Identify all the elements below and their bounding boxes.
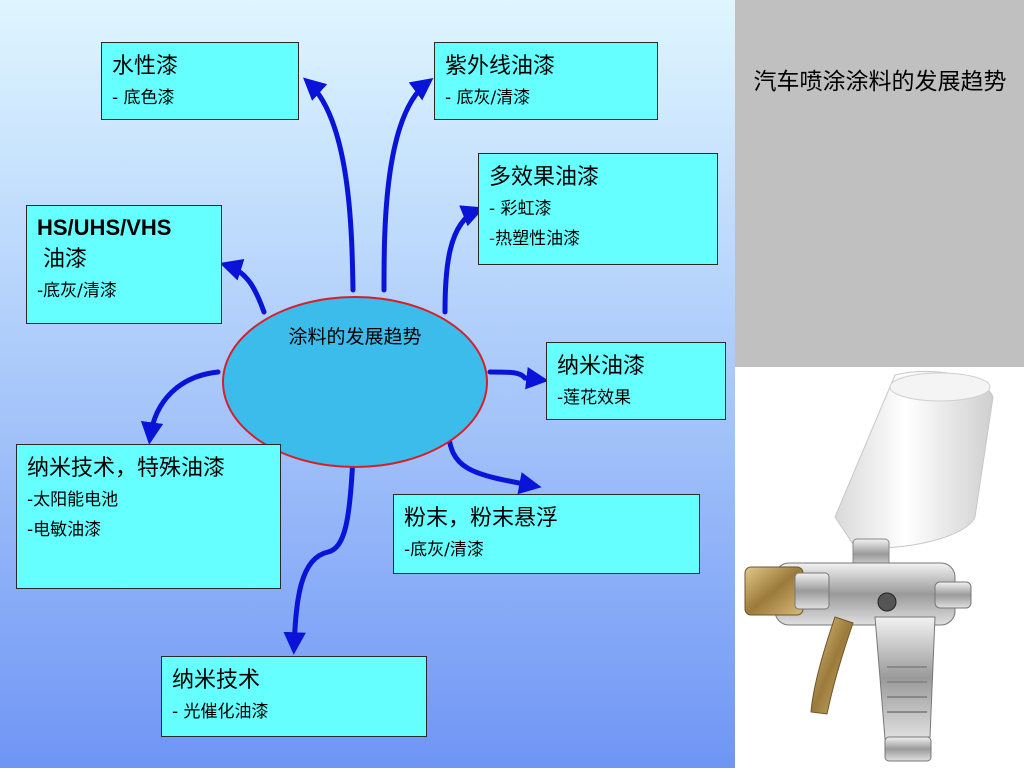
box-line: -热塑性油漆 xyxy=(489,229,581,249)
center-label: 涂料的发展趋势 xyxy=(288,326,422,348)
box-title: 多效果油漆 xyxy=(489,165,600,190)
box-line: - 彩虹漆 xyxy=(489,199,552,219)
arrow-to-multieffect xyxy=(442,205,485,315)
box-title: 纳米油漆 xyxy=(557,354,646,379)
box-line: - 底灰/清漆 xyxy=(445,88,531,108)
arrow-to-waterborne xyxy=(303,77,356,293)
box-uv: 紫外线油漆 - 底灰/清漆 xyxy=(434,42,658,120)
box-nanotech: 纳米技术 - 光催化油漆 xyxy=(161,656,427,737)
side-panel xyxy=(735,0,1024,367)
box-title: HS/UHS/VHS xyxy=(37,215,172,240)
box-waterborne: 水性漆 - 底色漆 xyxy=(101,42,299,120)
box-line: - 光催化油漆 xyxy=(172,702,269,722)
box-multieffect: 多效果油漆 - 彩虹漆 -热塑性油漆 xyxy=(478,153,718,265)
box-line: -底灰/清漆 xyxy=(404,540,484,560)
box-title-line2: 油漆 xyxy=(43,247,88,272)
box-nanopaint: 纳米油漆 -莲花效果 xyxy=(546,342,726,420)
spray-gun-icon xyxy=(744,370,994,762)
arrow-to-nanopaint xyxy=(487,366,549,390)
box-title: 水性漆 xyxy=(112,54,179,79)
box-nanospecial: 纳米技术，特殊油漆 -太阳能电池 -电敏油漆 xyxy=(16,444,281,589)
side-title: 汽车喷涂涂料的发展趋势 xyxy=(753,69,1007,95)
box-title: 紫外线油漆 xyxy=(445,54,556,79)
box-line: -太阳能电池 xyxy=(27,490,119,510)
box-powder: 粉末，粉末悬浮 -底灰/清漆 xyxy=(393,494,700,574)
box-line: -底灰/清漆 xyxy=(37,281,117,301)
spray-gun-photo xyxy=(735,367,1024,768)
arrow-to-powder xyxy=(445,425,542,495)
box-title: 纳米技术 xyxy=(172,668,261,693)
arrows-layer xyxy=(140,77,549,655)
box-title: 粉末，粉末悬浮 xyxy=(404,506,559,531)
box-hs: HS/UHS/VHS 油漆 -底灰/清漆 xyxy=(26,205,222,324)
box-line: - 底色漆 xyxy=(112,88,175,108)
box-line: -莲花效果 xyxy=(557,388,632,408)
box-title: 纳米技术，特殊油漆 xyxy=(27,456,226,481)
arrow-to-nanotech xyxy=(283,453,356,655)
arrow-to-hs xyxy=(219,259,267,315)
center-ellipse xyxy=(222,296,488,468)
arrow-to-uv xyxy=(381,77,434,293)
arrow-to-nanospecial xyxy=(140,369,221,445)
box-line: -电敏油漆 xyxy=(27,520,102,540)
